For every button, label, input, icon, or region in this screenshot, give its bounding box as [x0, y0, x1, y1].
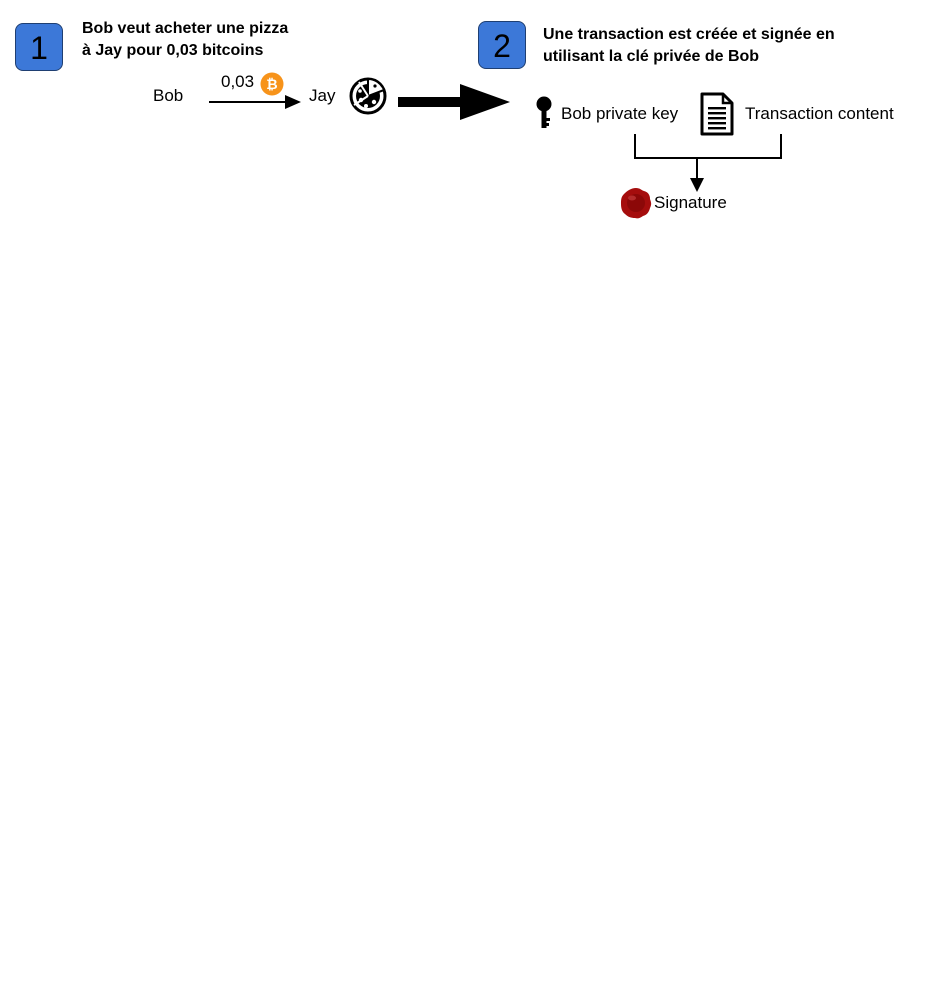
wax-seal-icon: [621, 188, 652, 219]
step-1-title-line-1: Bob veut acheter une pizza: [82, 20, 289, 37]
signature-arrow: [690, 158, 704, 192]
step-2-badge: 2: [478, 21, 526, 69]
svg-text:₿: ₿: [266, 77, 277, 93]
receiver-label: Jay: [309, 86, 336, 105]
step-2-title-line-2: utilisant la clé privée de Bob: [543, 48, 760, 65]
signature-label: Signature: [654, 193, 727, 212]
step-1-title-line-2: à Jay pour 0,03 bitcoins: [82, 42, 264, 59]
bitcoin-icon: ₿: [260, 72, 284, 96]
transaction-content-label: Transaction content: [745, 104, 894, 123]
sender-label: Bob: [153, 86, 184, 105]
bracket-left-leg: [634, 134, 636, 158]
bracket-right-leg: [780, 134, 782, 158]
step-1-badge: 1: [15, 23, 63, 71]
document-icon: [700, 92, 734, 136]
transfer-arrow: [209, 95, 301, 109]
key-icon: [536, 96, 552, 128]
pizza-icon: [349, 77, 387, 115]
amount-label: 0,03: [221, 72, 255, 91]
step-transition-arrow: [398, 84, 510, 120]
step-2-title-line-1: Une transaction est créée et signée en: [543, 26, 835, 43]
private-key-label: Bob private key: [561, 104, 679, 123]
bracket-bottom: [634, 157, 782, 159]
